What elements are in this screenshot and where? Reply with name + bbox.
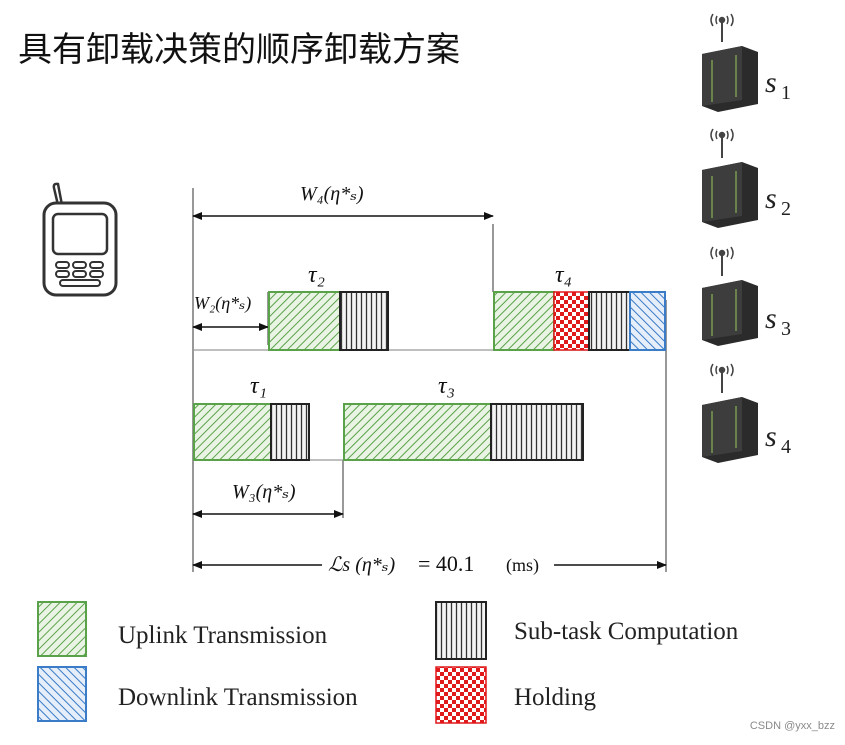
tau1-uplink-block — [193, 403, 272, 461]
antenna-icon — [710, 13, 734, 42]
tau3-uplink-block — [343, 403, 492, 461]
legend-uplink-label: Uplink Transmission — [118, 622, 328, 649]
antenna-icon — [710, 128, 734, 158]
server-1: s 1 — [702, 13, 791, 112]
tau4-compute-block — [588, 291, 631, 351]
dimension-arrows — [192, 212, 667, 569]
legend: Uplink Transmission Downlink Transmissio… — [37, 601, 739, 724]
tau2-uplink-block — [268, 291, 341, 351]
server-rack-icon — [702, 397, 758, 463]
legend-compute-label: Sub-task Computation — [514, 618, 739, 645]
legend-downlink-swatch — [37, 666, 87, 722]
server-4: s 4 — [702, 363, 791, 463]
mobile-phone-icon — [42, 182, 118, 297]
server-3: s 3 — [702, 246, 791, 346]
tau3-compute-block — [490, 403, 584, 461]
antenna-icon — [710, 246, 734, 276]
tau2-label: τ₂ — [308, 262, 325, 288]
w3-label: W₃(η*ₛ) — [232, 481, 296, 503]
server-3-label: s — [765, 302, 777, 335]
server-rack-icon — [702, 162, 758, 228]
tau2-compute-block — [339, 291, 389, 351]
row-1-blocks — [268, 291, 666, 351]
watermark: CSDN @yxx_bzz — [749, 720, 835, 732]
antenna-icon — [710, 363, 734, 393]
w4-label: W₄(η*ₛ) — [300, 183, 364, 205]
tau4-label: τ₄ — [555, 262, 572, 288]
tau4-holding-block — [553, 291, 590, 351]
legend-holding-swatch — [435, 666, 487, 724]
tau3-label: τ₃ — [438, 373, 455, 399]
tau4-uplink-block — [493, 291, 555, 351]
server-rack-icon — [702, 46, 758, 112]
server-3-subscript: 3 — [781, 318, 791, 340]
legend-compute-swatch — [435, 601, 487, 660]
server-2-subscript: 2 — [781, 198, 791, 220]
tau1-compute-block — [270, 403, 310, 461]
ls-unit-label: (ms) — [506, 555, 539, 576]
server-rack-icon — [702, 280, 758, 346]
w2-label: W₂(η*ₛ) — [194, 293, 251, 314]
server-1-subscript: 1 — [781, 82, 791, 104]
row-2-blocks — [193, 403, 584, 461]
page-title: 具有卸载决策的顺序卸载方案 — [18, 30, 460, 70]
tau1-label: τ₁ — [250, 373, 267, 399]
tau4-downlink-block — [629, 291, 666, 351]
ls-lhs-label: ℒs (η*ₛ) — [328, 554, 396, 576]
server-1-label: s — [765, 66, 777, 99]
legend-holding-label: Holding — [514, 684, 596, 711]
server-2-label: s — [765, 182, 777, 215]
ls-value-label: = 40.1 — [418, 551, 474, 576]
server-2: s 2 — [702, 128, 791, 228]
legend-uplink-swatch — [37, 601, 87, 657]
server-4-label: s — [765, 420, 777, 453]
server-4-subscript: 4 — [781, 436, 791, 458]
legend-downlink-label: Downlink Transmission — [118, 684, 358, 711]
